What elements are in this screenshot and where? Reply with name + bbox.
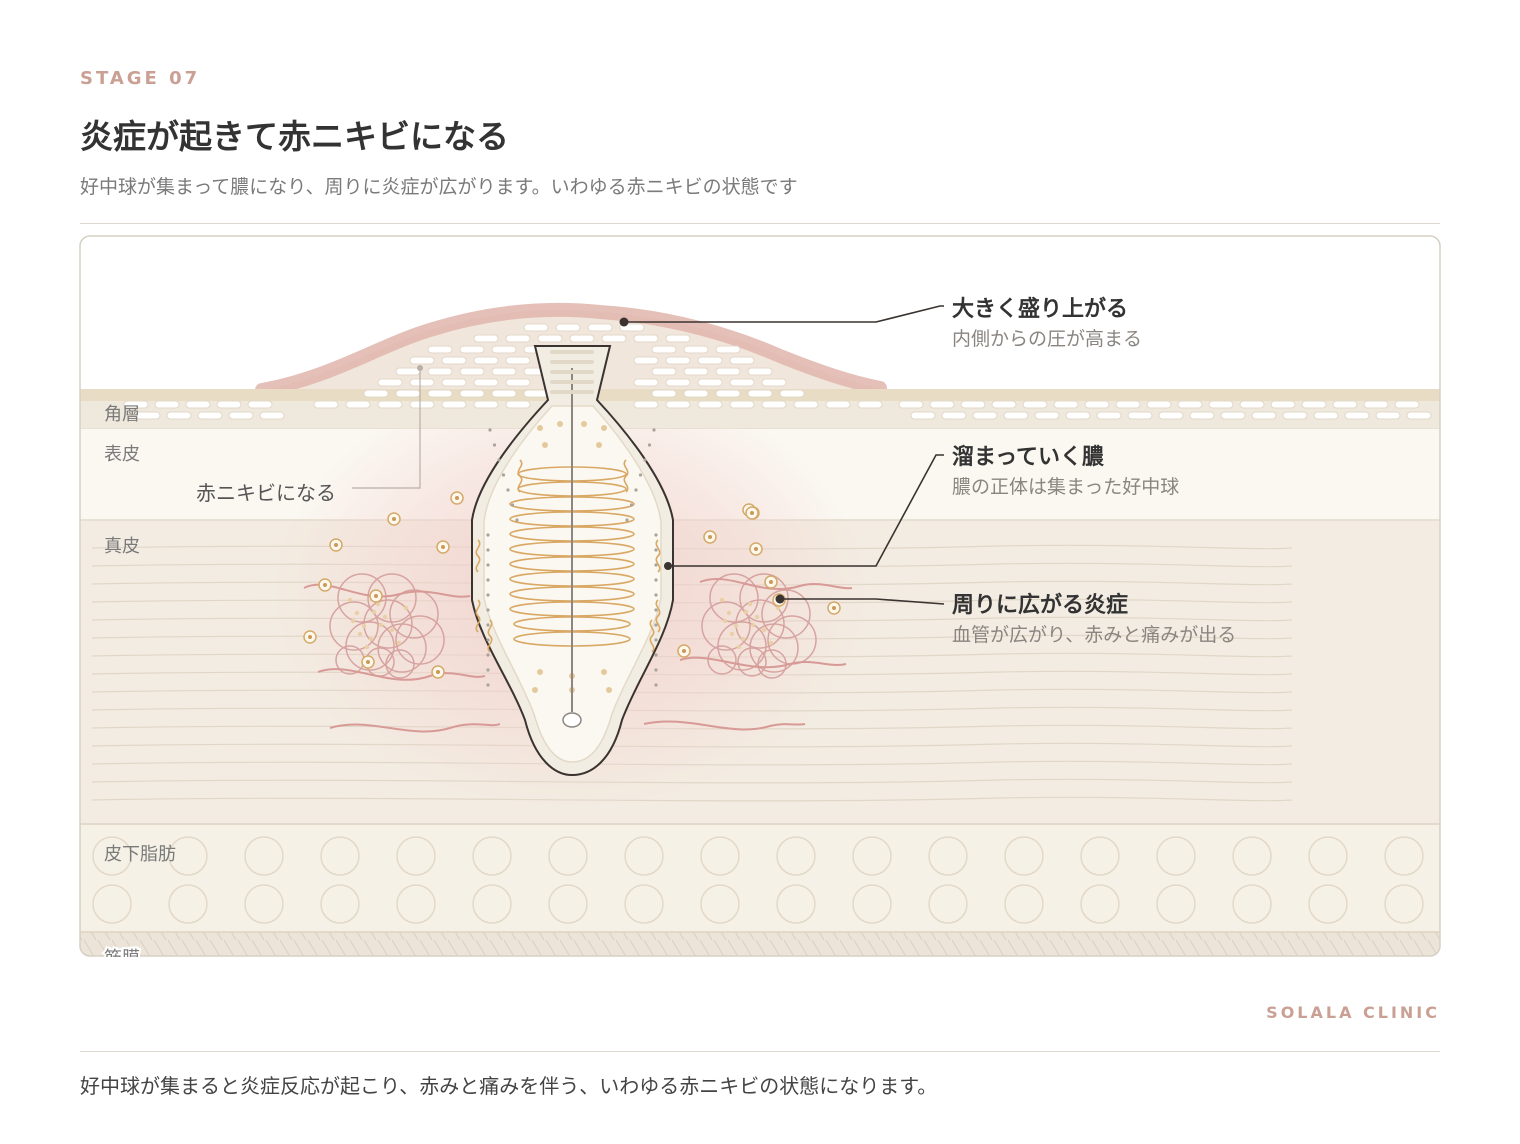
layer-label-fascia: 筋膜	[104, 948, 140, 957]
callout-pus-desc: 膿の正体は集まった好中球	[952, 476, 1179, 498]
callout-bump-desc: 内側からの圧が高まる	[952, 328, 1142, 350]
dilated-blood-vessels	[303, 577, 853, 733]
callout-bump-title: 大きく盛り上がる	[952, 296, 1128, 322]
bump-outline	[255, 302, 887, 397]
red-acne-label: 赤ニキビになる	[196, 481, 336, 505]
skin-cross-section-diagram: 角層 表皮 真皮 皮下脂肪 筋膜 赤ニキビになる 大きく盛り上がる 内側からの圧…	[79, 235, 1441, 957]
page-title: 炎症が起きて赤ニキビになる	[80, 117, 509, 156]
callout-inflammation-desc: 血管が広がり、赤みと痛みが出る	[952, 624, 1236, 646]
page-subtitle: 好中球が集まって膿になり、周りに炎症が広がります。いわゆる赤ニキビの状態です	[80, 176, 798, 198]
footer-caption: 好中球が集まると炎症反応が起こり、赤みと痛みを伴う、いわゆる赤ニキビの状態になり…	[80, 1074, 938, 1098]
hair-bulb	[562, 712, 582, 728]
fat-cells	[92, 836, 1424, 924]
figure-frame	[79, 235, 1441, 957]
top-divider	[80, 223, 1440, 224]
sebaceous-gland-right	[701, 573, 817, 679]
sebaceous-gland-left	[329, 573, 445, 679]
layer-label-dermis: 真皮	[104, 536, 140, 557]
layer-label-stratum-corneum: 角層	[104, 404, 140, 425]
callout-pus-title: 溜まっていく膿	[952, 444, 1105, 470]
fat-layer	[80, 824, 1440, 932]
callout-inflammation-title: 周りに広がる炎症	[952, 592, 1128, 618]
red-acne-leader	[352, 368, 421, 489]
scattered-neutrophils	[303, 491, 841, 679]
follicle-wall-squiggles	[475, 459, 661, 653]
stratum-corneum-cells	[123, 323, 1432, 420]
follicle-plug	[550, 350, 594, 394]
neutrophil-dots	[486, 421, 658, 693]
bottom-divider	[80, 1051, 1440, 1052]
layer-label-fat: 皮下脂肪	[104, 844, 176, 865]
clinic-brand: SOLALA CLINIC	[1266, 1003, 1440, 1022]
callout-leaders	[624, 305, 945, 605]
layer-label-epidermis: 表皮	[104, 444, 140, 465]
stage-label: STAGE 07	[80, 68, 201, 89]
